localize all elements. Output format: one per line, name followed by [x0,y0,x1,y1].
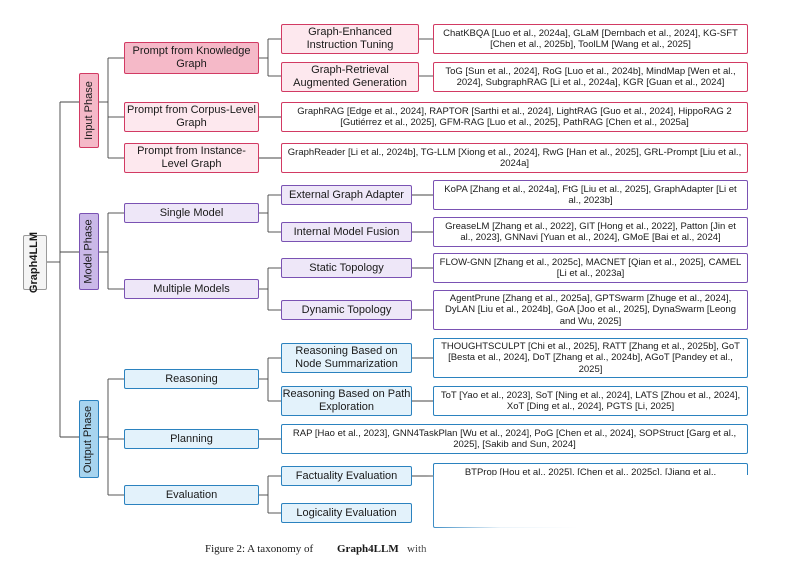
leaf-static-topology-methods: FLOW-GNN [Zhang et al., 2025c], MACNET [… [433,253,748,283]
subcategory-internal-model-fusion: Internal Model Fusion [281,222,412,242]
subcategory-factuality-evaluation: Factuality Evaluation [281,466,412,486]
category-single-model: Single Model [124,203,259,223]
subcategory-external-graph-adapter: External Graph Adapter [281,185,412,205]
subcategory-dynamic-topology: Dynamic Topology [281,300,412,320]
leaf-graph-enhanced-methods: ChatKBQA [Luo et al., 2024a], GLaM [Dern… [433,24,748,54]
model-phase-node: Model Phase [79,213,99,290]
output-phase-node: Output Phase [79,400,99,478]
caption-fade [400,540,540,562]
category-planning: Planning [124,429,259,449]
leaf-graph-retrieval-methods: ToG [Sun et al., 2024], RoG [Luo et al.,… [433,62,748,92]
subcategory-graph-enhanced-instruction-tuning: Graph-Enhanced Instruction Tuning [281,24,419,54]
category-evaluation: Evaluation [124,485,259,505]
leaf-node-summarization-methods: THOUGHTSCULPT [Chi et al., 2025], RATT [… [433,338,748,378]
leaf-internal-fusion-methods: GreaseLM [Zhang et al., 2022], GIT [Hong… [433,217,748,247]
category-corpus-level-graph: Prompt from Corpus-Level Graph [124,102,259,132]
input-phase-node: Input Phase [79,73,99,148]
root-node: Graph4LLM [23,232,47,293]
subcategory-logicality-evaluation: Logicality Evaluation [281,503,412,523]
subcategory-node-summarization: Reasoning Based on Node Summarization [281,343,412,373]
subcategory-static-topology: Static Topology [281,258,412,278]
category-multiple-models: Multiple Models [124,279,259,299]
caption-bold: Graph4LLM [337,543,399,555]
leaf-corpus-level-methods: GraphRAG [Edge et al., 2024], RAPTOR [Sa… [281,102,748,132]
leaf-instance-level-methods: GraphReader [Li et al., 2024b], TG-LLM [… [281,143,748,173]
category-knowledge-graph: Prompt from Knowledge Graph [124,42,259,74]
leaf-planning-methods: RAP [Hao et al., 2023], GNN4TaskPlan [Wu… [281,424,748,454]
caption-prefix: Figure 2: A taxonomy of [205,543,314,555]
category-instance-level-graph: Prompt from Instance-Level Graph [124,143,259,173]
subcategory-path-exploration: Reasoning Based on Path Exploration [281,386,412,416]
faded-region [425,475,765,545]
figure-caption: Figure 2: A taxonomy of Graph4LLM with [0,543,790,559]
leaf-path-exploration-methods: ToT [Yao et al., 2023], SoT [Ning et al.… [433,386,748,416]
subcategory-graph-retrieval-augmented-generation: Graph-Retrieval Augmented Generation [281,62,419,92]
category-reasoning: Reasoning [124,369,259,389]
leaf-dynamic-topology-methods: AgentPrune [Zhang et al., 2025a], GPTSwa… [433,290,748,330]
leaf-external-adapter-methods: KoPA [Zhang et al., 2024a], FtG [Liu et … [433,180,748,210]
